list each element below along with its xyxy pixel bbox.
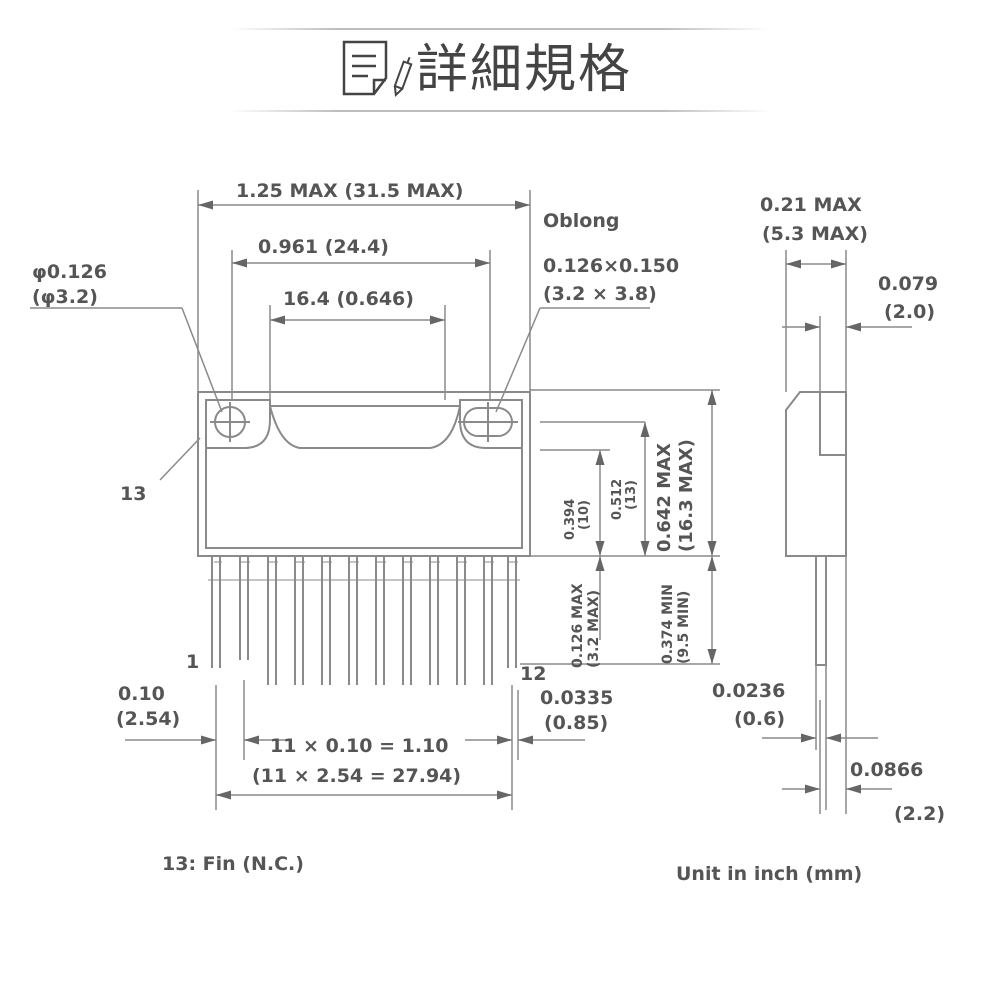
lead-length-label-2: (9.5 MIN) — [676, 591, 692, 664]
round-hole-label-1: φ0.126 — [32, 261, 107, 283]
oblong-label: Oblong — [543, 210, 619, 232]
overall-width-label: 1.25 MAX (31.5 MAX) — [236, 180, 464, 202]
inner-width-label: 16.4 (0.646) — [283, 288, 414, 310]
fin-thickness-label-1: 0.079 — [878, 273, 938, 295]
fin-number-label: 13 — [120, 483, 146, 505]
pin-first-label: 1 — [186, 651, 199, 673]
pin-width-label-1: 0.0335 — [540, 687, 613, 709]
side-view-body — [785, 391, 847, 666]
document-pen-icon — [342, 40, 413, 98]
body-height2-label-1: 0.512 — [610, 479, 625, 520]
body-max-height-label-1: 0.642 MAX — [654, 443, 675, 552]
pin-span-label-1: 11 × 0.10 = 1.10 — [270, 735, 449, 757]
lead-offset-label-2: (2.2) — [894, 803, 945, 825]
pin-span-label-2: (11 × 2.54 = 27.94) — [252, 765, 461, 787]
fin-thickness-label-2: (2.0) — [884, 301, 935, 323]
body-height-label-1: 0.394 — [563, 499, 578, 540]
oblong-mount-hole — [458, 402, 518, 442]
body-height-label-2: (10) — [577, 500, 592, 530]
round-mount-hole — [210, 402, 250, 442]
lead-thickness-label-1: 0.0236 — [712, 680, 785, 702]
page-title: 詳細規格 — [416, 40, 633, 100]
round-hole-label-2: (φ3.2) — [32, 286, 98, 308]
oblong-hole-label-1: 0.126×0.150 — [543, 255, 679, 277]
body-max-height-label-2: (16.3 MAX) — [676, 439, 697, 552]
header-title-group: 詳細規格 — [340, 38, 632, 102]
spec-header: 詳細規格 — [230, 28, 770, 112]
side-thickness-label-1: 0.21 MAX — [760, 194, 862, 216]
side-thickness-label-2: (5.3 MAX) — [762, 223, 868, 245]
lead-shoulder-label-2: (3.2 MAX) — [586, 590, 602, 668]
pin-width-label-2: (0.85) — [544, 712, 608, 734]
lead-thickness-label-2: (0.6) — [734, 708, 785, 730]
header-top-rule — [230, 28, 770, 30]
pitch-label-2: (2.54) — [116, 708, 180, 730]
body-height2-label-2: (13) — [624, 480, 639, 510]
lead-length-label-1: 0.374 MIN — [660, 584, 676, 664]
unit-note: Unit in inch (mm) — [676, 863, 862, 885]
fin-note: 13: Fin (N.C.) — [162, 853, 304, 875]
header-bottom-rule — [230, 110, 770, 112]
lead-shoulder-label-1: 0.126 MAX — [570, 583, 586, 668]
oblong-hole-label-2: (3.2 × 3.8) — [543, 283, 657, 305]
pin-last-label: 12 — [520, 663, 546, 685]
hole-pitch-label: 0.961 (24.4) — [258, 236, 389, 258]
front-dimension-lines — [30, 190, 720, 810]
side-dimension-lines — [762, 250, 912, 814]
lead-pins — [208, 556, 520, 685]
lead-offset-label-1: 0.0866 — [850, 759, 923, 781]
pitch-label-1: 0.10 — [118, 683, 165, 705]
front-view-body — [197, 391, 531, 557]
